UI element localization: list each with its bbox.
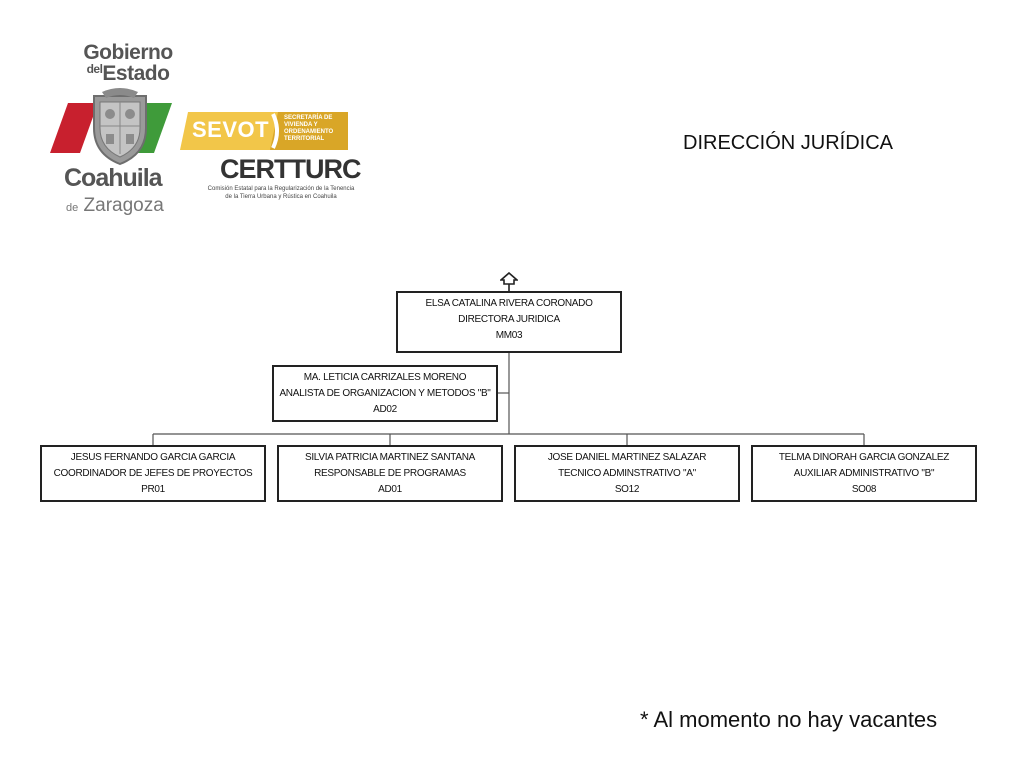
certturc-subtitle: Comisión Estatal para la Regularización … <box>207 186 355 200</box>
gobierno-del-estado-wordmark: Gobierno delEstado <box>83 41 173 85</box>
staff-code: AD02 <box>373 404 397 415</box>
org-box-director: ELSA CATALINA RIVERA CORONADO DIRECTORA … <box>396 291 622 353</box>
org-box-staff: MA. LETICIA CARRIZALES MORENO ANALISTA D… <box>272 365 498 422</box>
house-icon[interactable] <box>500 272 518 291</box>
org-box-subordinate-1: JESUS FERNANDO GARCIA GARCIA COORDINADOR… <box>40 445 266 502</box>
sevot-wordmark: SEVOT <box>192 117 270 142</box>
subordinate-code: SO08 <box>851 484 877 495</box>
director-position: DIRECTORA JURIDICA <box>458 314 560 325</box>
government-logo: Gobierno delEstado Coahuila de Zaragoza … <box>40 40 361 225</box>
coahuila-wordmark: Coahuila <box>64 164 163 192</box>
sevot-subtitle: SECRETARÍA DE VIVIENDA Y ORDENAMIENTO TE… <box>284 115 334 142</box>
subordinate-name: SILVIA PATRICIA MARTINEZ SANTANA <box>304 452 476 463</box>
staff-position: ANALISTA DE ORGANIZACION Y METODOS "B" <box>279 388 491 399</box>
subordinate-position: AUXILIAR ADMINISTRATIVO "B" <box>793 468 935 479</box>
director-name: ELSA CATALINA RIVERA CORONADO <box>425 298 593 309</box>
staff-name: MA. LETICIA CARRIZALES MORENO <box>303 372 467 383</box>
org-box-subordinate-4: TELMA DINORAH GARCIA GONZALEZ AUXILIAR A… <box>751 445 977 502</box>
subordinate-name: TELMA DINORAH GARCIA GONZALEZ <box>778 452 950 463</box>
subordinate-position: RESPONSABLE DE PROGRAMAS <box>314 468 466 479</box>
subordinate-code: AD01 <box>378 484 402 495</box>
coat-of-arms-icon <box>50 88 172 166</box>
subordinate-code: SO12 <box>614 484 640 495</box>
vacancy-note: * Al momento no hay vacantes <box>640 707 938 732</box>
org-box-subordinate-2: SILVIA PATRICIA MARTINEZ SANTANA RESPONS… <box>277 445 503 502</box>
certturc-wordmark: CERTTURC <box>220 154 361 184</box>
subordinate-name: JOSE DANIEL MARTINEZ SALAZAR <box>547 452 707 463</box>
subordinate-code: PR01 <box>141 484 165 495</box>
org-box-subordinate-3: JOSE DANIEL MARTINEZ SALAZAR TECNICO ADM… <box>514 445 740 502</box>
zaragoza-wordmark: de Zaragoza <box>66 195 164 216</box>
subordinate-name: JESUS FERNANDO GARCIA GARCIA <box>70 452 236 463</box>
sevot-badge-icon <box>180 112 348 150</box>
director-code: MM03 <box>495 330 523 341</box>
subordinate-position: TECNICO ADMINSTRATIVO "A" <box>558 468 696 479</box>
subordinate-position: COORDINADOR DE JEFES DE PROYECTOS <box>53 468 253 479</box>
page-title: DIRECCIÓN JURÍDICA <box>683 132 894 154</box>
